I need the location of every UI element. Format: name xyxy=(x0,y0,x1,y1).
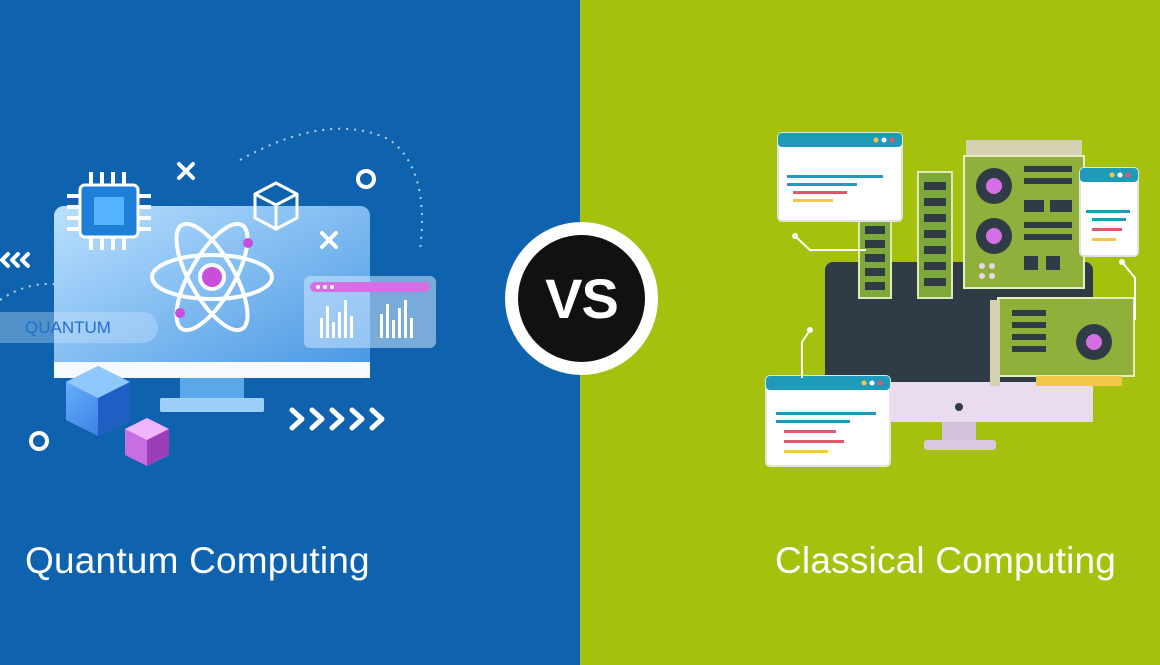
vs-text: VS xyxy=(518,235,645,362)
classical-panel: Classical Computing xyxy=(580,0,1160,665)
code-window-icon xyxy=(765,375,891,467)
classical-illustration xyxy=(765,132,1139,467)
fan-icon xyxy=(1076,324,1112,360)
classical-caption: Classical Computing xyxy=(775,540,1117,581)
quantum-tag: QUANTUM xyxy=(0,312,158,343)
circle-icon xyxy=(29,431,49,451)
circle-icon xyxy=(356,169,376,189)
ram-stick-icon xyxy=(858,217,892,299)
code-window-icon xyxy=(1079,167,1139,257)
circuit-board-icon xyxy=(963,140,1085,289)
circuit-board-icon xyxy=(990,297,1135,386)
vs-badge: VS xyxy=(505,222,658,375)
ram-stick-icon xyxy=(917,171,953,299)
bar-chart-icon xyxy=(304,276,436,348)
close-icon xyxy=(177,162,195,180)
cube-icon xyxy=(125,418,169,466)
cpu-chip-icon xyxy=(67,172,151,250)
fan-icon xyxy=(976,168,1012,254)
quantum-illustration xyxy=(0,127,436,466)
chevrons-right-icon xyxy=(289,407,385,431)
close-icon xyxy=(320,231,338,249)
cube-icon xyxy=(66,366,130,436)
monitor-icon xyxy=(54,206,370,412)
cube-icon xyxy=(253,181,299,231)
chevrons-left-icon xyxy=(0,252,30,268)
atom-icon xyxy=(150,221,274,333)
quantum-panel: QUANTUM Quantum Computing xyxy=(0,0,580,665)
code-window-icon xyxy=(777,132,903,222)
quantum-caption: Quantum Computing xyxy=(25,540,370,581)
